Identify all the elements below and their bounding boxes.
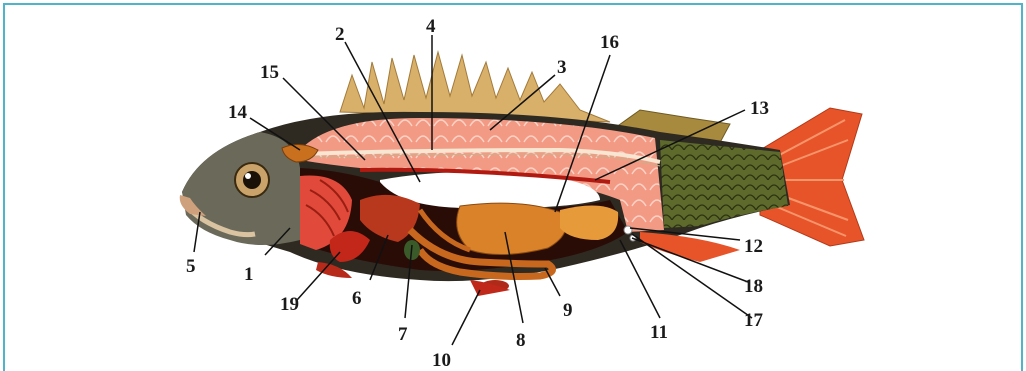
label-16: 16 [600,32,619,53]
label-10: 10 [432,350,451,371]
label-8: 8 [516,330,526,351]
label-18: 18 [744,276,763,297]
stomach [457,203,566,254]
label-6: 6 [352,288,362,309]
label-13: 13 [750,98,769,119]
label-9: 9 [563,300,573,321]
anus [624,226,632,234]
dorsal-spiny-fin [340,52,610,122]
label-2: 2 [335,24,345,45]
label-14: 14 [228,102,248,123]
label-19: 19 [280,294,299,315]
label-11: 11 [650,322,668,343]
label-17: 17 [744,310,764,331]
label-7: 7 [398,324,408,345]
label-4: 4 [426,16,436,37]
label-1: 1 [244,264,254,285]
label-15: 15 [260,62,279,83]
label-12: 12 [744,236,763,257]
label-3: 3 [557,57,567,78]
label-5: 5 [186,256,196,277]
